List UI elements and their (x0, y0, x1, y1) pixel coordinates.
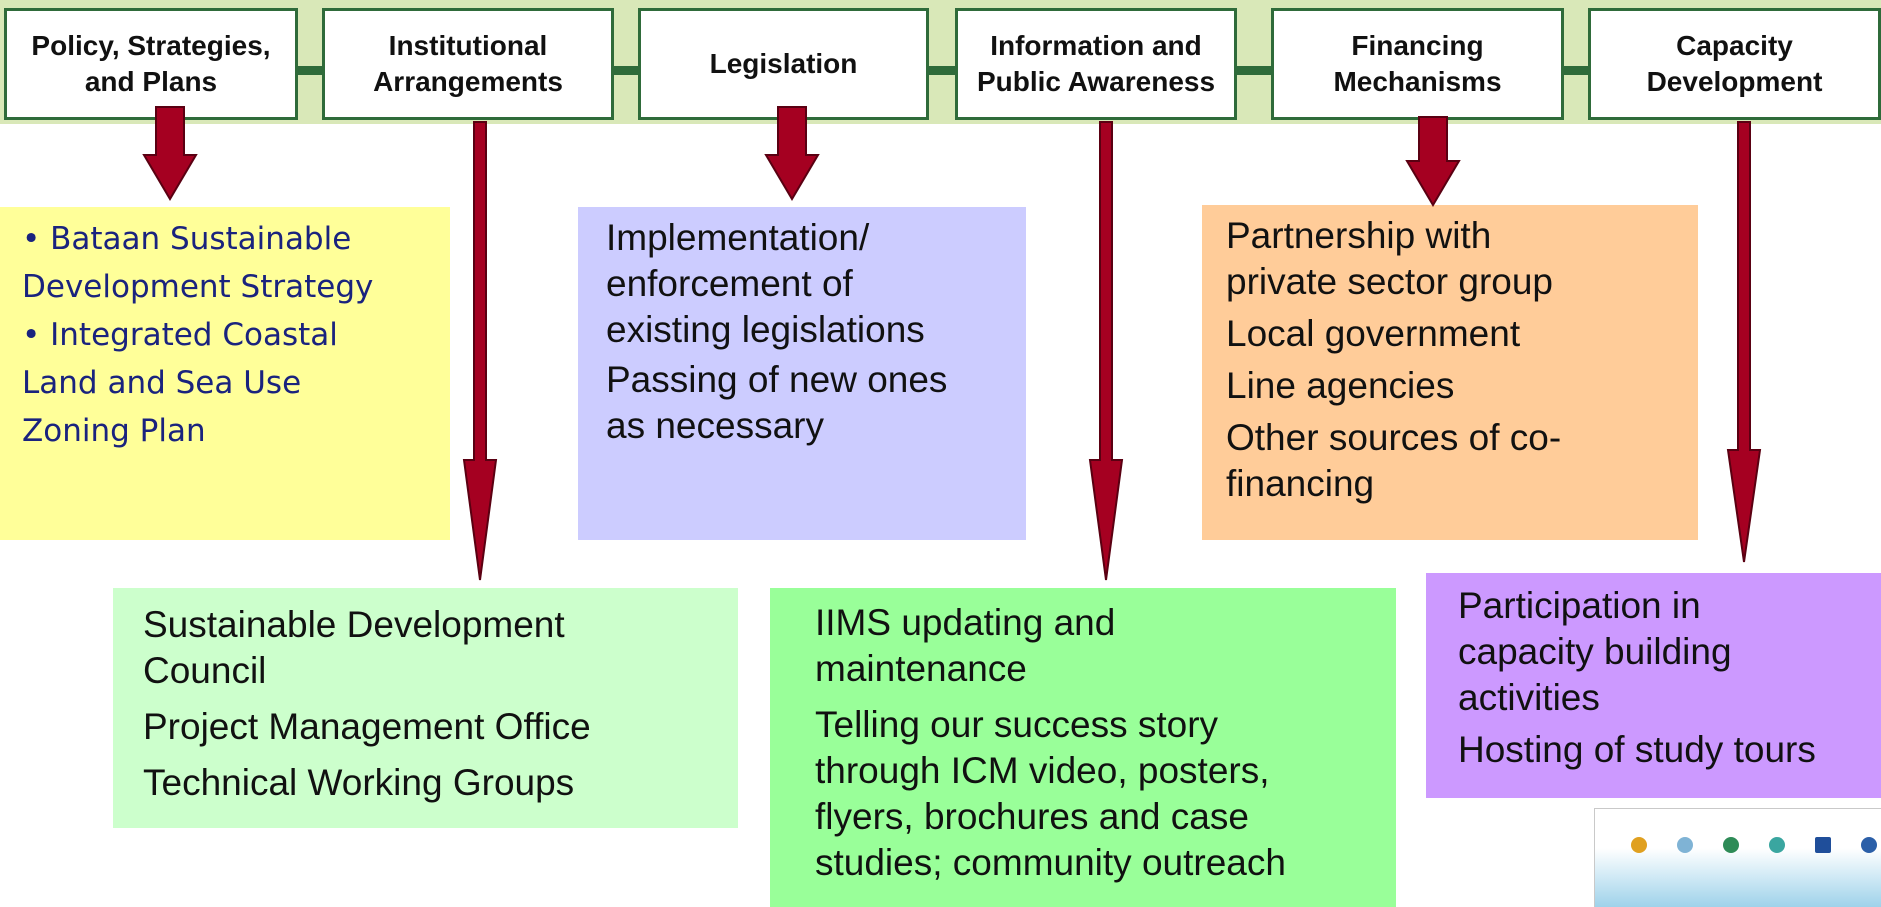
institutional-down-arrow (462, 121, 498, 581)
partner-logo-icon (1631, 837, 1647, 853)
component-capacity-label: Capacity Development (1646, 30, 1823, 97)
policy-output-item: • Integrated Coastal Land and Sea Use Zo… (22, 317, 338, 449)
financing-output-item: Line agencies (1226, 365, 1455, 406)
capacity-down-arrow (1726, 121, 1762, 563)
legislation-output-item: Passing of new ones as necessary (606, 359, 948, 446)
capacity-output-item: Participation in capacity building activ… (1458, 585, 1732, 718)
partner-logo-icon (1815, 837, 1831, 853)
partner-logo-icon (1861, 837, 1877, 853)
legislation-outputs-panel: Implementation/ enforcement of existing … (578, 207, 1026, 540)
framework-strip (0, 0, 1881, 124)
component-institutional-label: Institutional Arrangements (373, 30, 563, 97)
connector-bar (614, 66, 638, 75)
institutional-output-item: Technical Working Groups (143, 762, 575, 803)
component-information-box: Information and Public Awareness (955, 8, 1237, 120)
capacity-outputs-panel: Participation in capacity building activ… (1426, 573, 1881, 798)
partner-logo-icon (1769, 837, 1785, 853)
policy-output-item: • Bataan Sustainable Development Strateg… (22, 221, 374, 305)
connector-bar (929, 66, 955, 75)
component-institutional-box: Institutional Arrangements (322, 8, 614, 120)
policy-outputs-panel: • Bataan Sustainable Development Strateg… (0, 207, 450, 540)
connector-bar (298, 66, 322, 75)
financing-output-item: Local government (1226, 313, 1521, 354)
component-policy-box: Policy, Strategies, and Plans (4, 8, 298, 120)
information-down-arrow (1088, 121, 1124, 581)
legislation-output-item: Implementation/ enforcement of existing … (606, 217, 925, 350)
financing-output-item: Partnership with private sector group (1226, 215, 1554, 302)
institutional-output-item: Sustainable Development Council (143, 604, 565, 691)
information-outputs-panel: IIMS updating and maintenance Telling ou… (770, 588, 1396, 907)
component-legislation-box: Legislation (638, 8, 929, 120)
connector-bar (1237, 66, 1271, 75)
component-information-label: Information and Public Awareness (976, 30, 1216, 97)
information-output-item: IIMS updating and maintenance (815, 602, 1116, 689)
information-output-item: Telling our success story through ICM vi… (815, 704, 1286, 883)
connector-bar (1564, 66, 1588, 75)
institutional-output-item: Project Management Office (143, 706, 591, 747)
financing-output-item: Other sources of co- financing (1226, 417, 1562, 504)
legislation-down-arrow (764, 106, 820, 201)
partner-logo-icon (1677, 837, 1693, 853)
component-capacity-box: Capacity Development (1588, 8, 1881, 120)
component-financing-box: Financing Mechanisms (1271, 8, 1564, 120)
component-legislation-label: Legislation (709, 48, 858, 79)
financing-down-arrow (1405, 116, 1461, 207)
component-policy-label: Policy, Strategies, and Plans (31, 30, 271, 97)
report-thumbnail (1594, 808, 1881, 907)
institutional-outputs-panel: Sustainable Development Council Project … (113, 588, 738, 828)
policy-down-arrow (142, 106, 198, 201)
financing-outputs-panel: Partnership with private sector group Lo… (1202, 205, 1698, 540)
partner-logo-row (1631, 837, 1881, 853)
partner-logo-icon (1723, 837, 1739, 853)
component-financing-label: Financing Mechanisms (1333, 30, 1502, 97)
capacity-output-item: Hosting of study tours (1458, 729, 1816, 770)
